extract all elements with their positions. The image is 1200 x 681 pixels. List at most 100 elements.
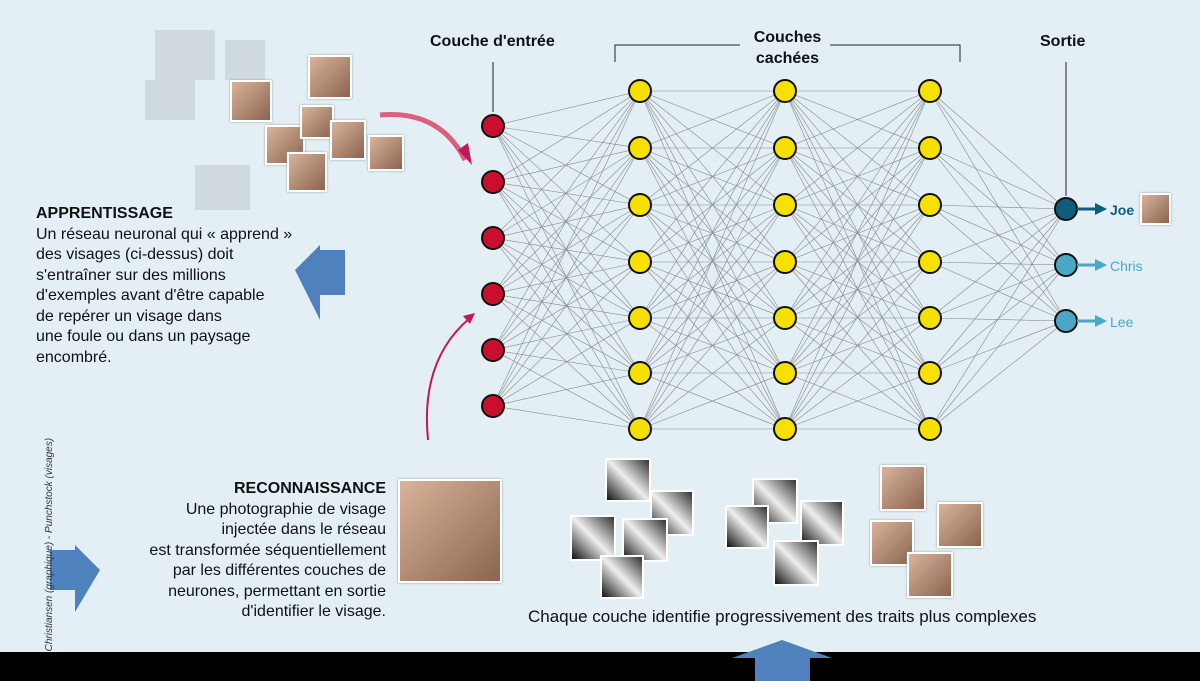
connection [929, 90, 1067, 210]
connection [492, 237, 641, 263]
connection [492, 405, 641, 430]
output-chris: Chris [1110, 258, 1143, 274]
output-neuron [1054, 253, 1078, 277]
output-arrowhead [1095, 203, 1107, 215]
connection [784, 90, 931, 319]
connection [492, 90, 641, 295]
output-label: Sortie [1040, 33, 1086, 50]
connection [784, 90, 931, 374]
output-neuron [1054, 197, 1078, 221]
hidden1-neuron [628, 193, 652, 217]
connection [639, 90, 786, 319]
connection [784, 204, 931, 430]
caption-up-arrow [732, 640, 832, 681]
connections [492, 90, 1067, 430]
layers-caption: Chaque couche identifie progressivement … [528, 607, 1037, 626]
connection [639, 204, 786, 263]
hidden2-neuron [773, 250, 797, 274]
credit: Jen Christiansen (graphique) - Punchstoc… [43, 437, 55, 671]
connection [639, 372, 786, 430]
hidden3-neuron [918, 417, 942, 441]
connection [492, 261, 641, 407]
connection [492, 125, 641, 149]
hidden1-neuron [628, 250, 652, 274]
output-joe: Joe [1110, 202, 1135, 218]
input-neuron [481, 114, 505, 138]
input-neuron [481, 226, 505, 250]
connection [784, 147, 931, 319]
connection [492, 90, 641, 183]
connection [929, 147, 1067, 210]
bottom-band [0, 652, 1200, 681]
connection [929, 208, 1067, 374]
connection [929, 147, 1067, 322]
hidden1-neuron [628, 361, 652, 385]
hidden-bracket [614, 44, 740, 62]
connection [929, 90, 1067, 322]
input-face-photo [398, 479, 502, 583]
connection [492, 181, 641, 263]
connection [784, 204, 931, 263]
connection [929, 204, 1067, 322]
apprentissage-text: APPRENTISSAGE Un réseau neuronal qui « a… [36, 205, 293, 366]
connection [639, 90, 786, 430]
hidden3-neuron [918, 361, 942, 385]
connection [492, 90, 641, 351]
connection [639, 90, 786, 263]
connection [639, 90, 786, 206]
hidden2-neuron [773, 361, 797, 385]
hidden1-neuron [628, 417, 652, 441]
connection [492, 317, 641, 407]
connection [929, 264, 1067, 319]
connection [639, 147, 786, 319]
output-arrowhead [1095, 315, 1107, 327]
connection [784, 90, 931, 206]
recognition-arrow [425, 317, 471, 441]
joe-face-thumbnail [1140, 193, 1171, 225]
input-neuron [481, 282, 505, 306]
connection [929, 204, 1067, 210]
connection [784, 90, 931, 263]
connection [492, 204, 641, 407]
hidden3-neuron [918, 306, 942, 330]
training-arrow [379, 112, 468, 162]
connection [492, 204, 641, 239]
training-arrowhead [458, 143, 472, 165]
hidden2-neuron [773, 193, 797, 217]
output-arrowhead [1095, 259, 1107, 271]
hidden3-neuron [918, 250, 942, 274]
hidden3-neuron [918, 193, 942, 217]
connection [492, 125, 641, 263]
hidden1-neuron [628, 306, 652, 330]
connection [639, 147, 786, 430]
hidden1-neuron [628, 79, 652, 103]
hidden1-neuron [628, 136, 652, 160]
connection [784, 261, 931, 319]
connection [639, 261, 786, 319]
connection [492, 90, 641, 407]
connection [929, 320, 1067, 430]
input-neuron [481, 394, 505, 418]
connection [784, 261, 931, 430]
connection [929, 208, 1067, 430]
hidden2-neuron [773, 79, 797, 103]
connection [784, 90, 931, 430]
connection [639, 90, 786, 149]
connection [492, 372, 641, 407]
connection [784, 204, 931, 319]
connection [929, 208, 1067, 319]
hidden2-neuron [773, 417, 797, 441]
connection [784, 147, 931, 430]
reconnaissance-arrow [50, 545, 100, 612]
connection [929, 208, 1067, 263]
hidden2-neuron [773, 306, 797, 330]
hidden2-neuron [773, 136, 797, 160]
connection [492, 261, 641, 295]
connection [492, 147, 641, 183]
connection [492, 90, 641, 127]
apprentissage-arrow [295, 245, 345, 320]
connection [929, 90, 1067, 266]
input-neuron [481, 338, 505, 362]
